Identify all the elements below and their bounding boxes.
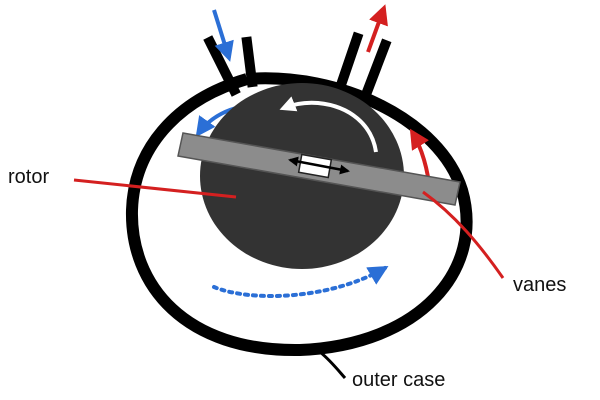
rotation-arrow-icon bbox=[279, 96, 378, 153]
outlet-port bbox=[335, 31, 392, 99]
vanes-leader-line bbox=[422, 190, 505, 279]
vanes-label: vanes bbox=[513, 274, 566, 296]
rotor-leader-line bbox=[73, 178, 237, 199]
flow-dotted-arrow-icon bbox=[212, 265, 389, 298]
outlet-arrow-icon bbox=[366, 4, 388, 53]
rotor-label: rotor bbox=[8, 166, 49, 188]
inlet-port bbox=[203, 35, 258, 97]
outer-case-label: outer case bbox=[352, 369, 445, 391]
inlet-arrow-icon bbox=[212, 9, 234, 62]
vane-spring-double-arrow-icon bbox=[288, 156, 350, 175]
outer-case-leader-line bbox=[319, 350, 347, 379]
